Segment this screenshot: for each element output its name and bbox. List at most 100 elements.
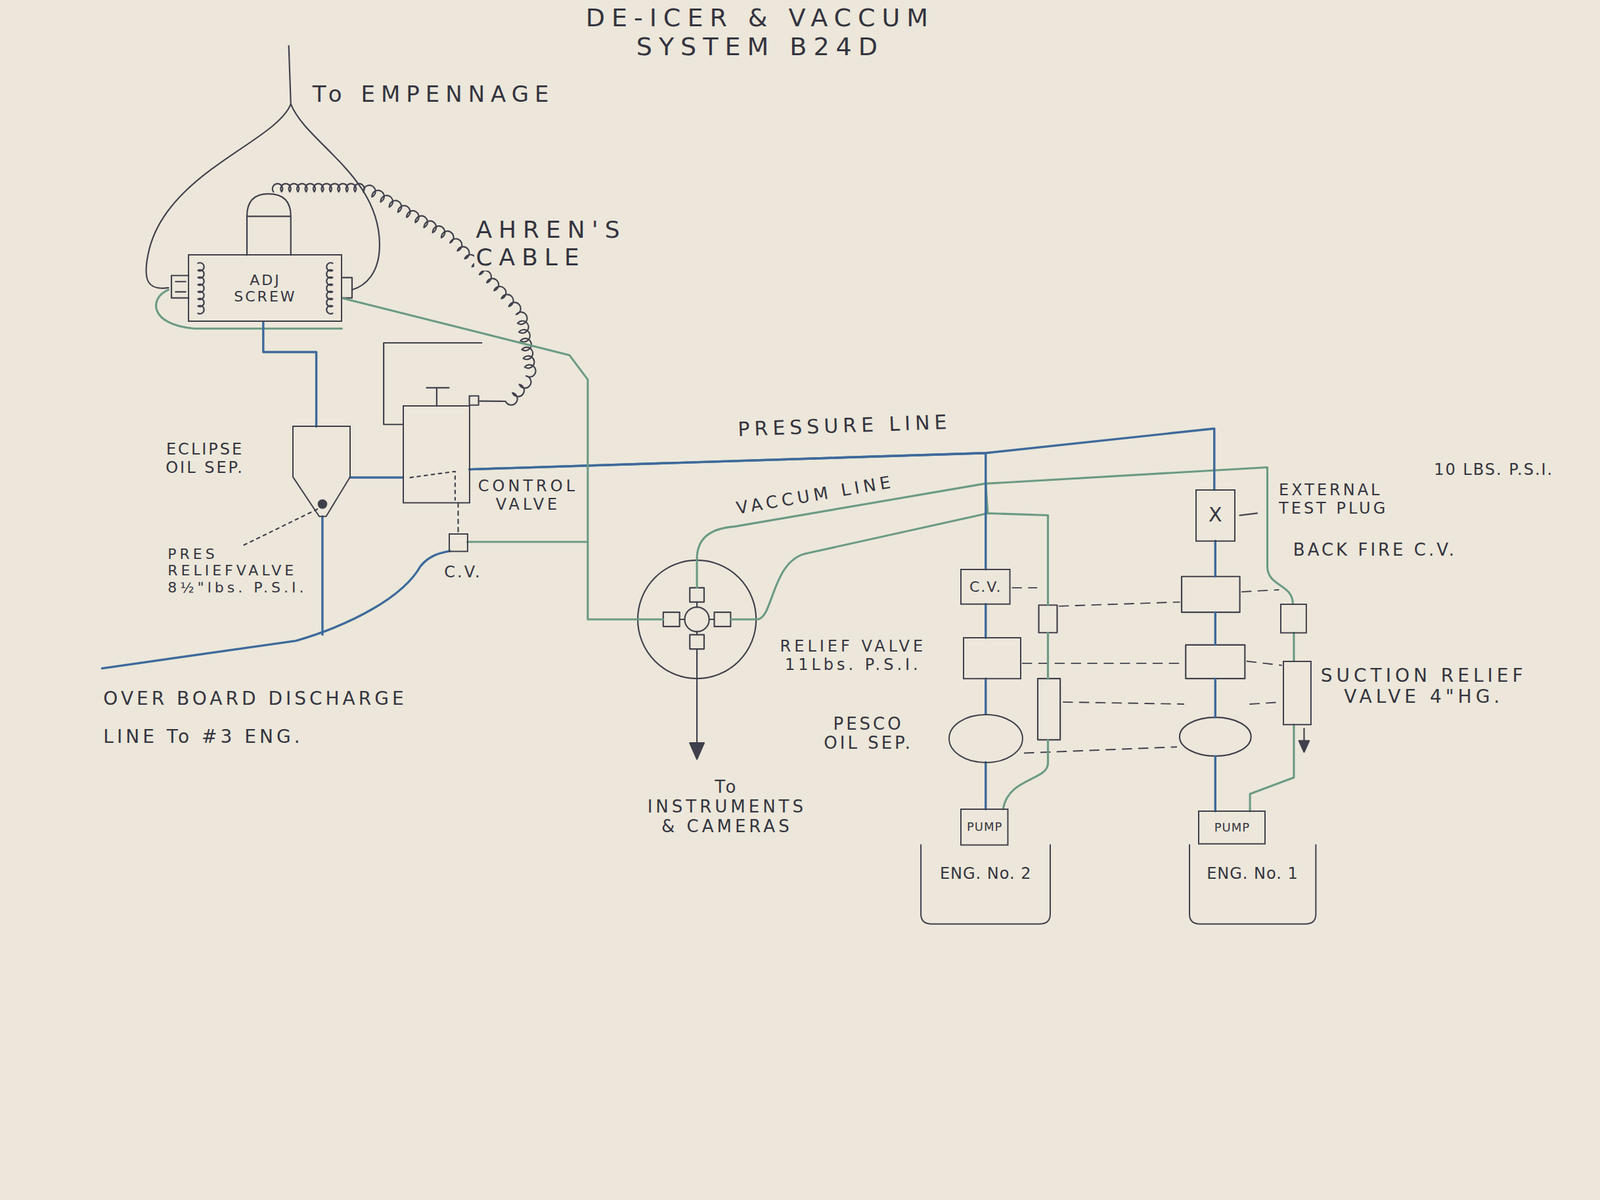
label-holder: VACCUM LINE xyxy=(733,471,898,519)
title-text: DE-ICER & VACCUM SYSTEM B24D xyxy=(584,3,936,62)
node-text: ENG. No. 1 xyxy=(1206,865,1299,884)
pipe-line xyxy=(469,453,986,570)
node-outline xyxy=(292,426,351,521)
outline-shape xyxy=(449,533,468,552)
node-text: X xyxy=(1208,503,1223,527)
text-holder: ENG. No. 1 xyxy=(1205,865,1300,884)
dashed-line xyxy=(1022,662,1184,665)
outline-shape xyxy=(1283,661,1312,725)
label-holder: PRESSURE LINE xyxy=(735,410,953,441)
node-outline xyxy=(963,637,1021,679)
pencil-lines xyxy=(145,45,1310,760)
node-text: ECLIPSE OIL SEP. xyxy=(164,440,246,477)
vacuum-pump: PUMP xyxy=(1198,811,1266,845)
node-outline xyxy=(949,714,1023,763)
text-holder: SUCTION RELIEF VALVE 4"HG. xyxy=(1318,665,1530,708)
node-outline xyxy=(403,405,470,504)
node-text: C.V. xyxy=(444,563,482,582)
suction-relief-valve xyxy=(1037,678,1061,740)
control-linkage xyxy=(383,342,482,425)
check-valve xyxy=(1181,576,1241,613)
outline-shape xyxy=(1198,811,1266,845)
engine: ENG. No. 1 PUMP xyxy=(1186,803,1319,927)
label-holder: To INSTRUMENTS & CAMERAS xyxy=(644,777,810,837)
pipe-line xyxy=(1249,724,1294,812)
valve-passage xyxy=(410,471,456,501)
valve-port xyxy=(171,275,189,298)
dashed-line xyxy=(1246,661,1282,666)
control-valve: CONTROL VALVE xyxy=(403,405,470,504)
valve-port xyxy=(689,634,705,649)
valve-port xyxy=(689,587,705,603)
node-outline xyxy=(1283,661,1312,725)
instrument-line xyxy=(696,648,698,753)
outline-shape xyxy=(920,844,1051,925)
dashed-line xyxy=(1249,702,1282,705)
leader-line xyxy=(1240,512,1258,515)
text-holder: C.V. xyxy=(969,578,1003,596)
dashed-correspondence xyxy=(1012,587,1282,754)
spring-coil xyxy=(197,262,204,314)
destination-label: To EMPENNAGE xyxy=(312,81,556,108)
node-text: RELIEF VALVE 11Lbs. P.S.I. xyxy=(778,637,928,674)
text-holder: ENG. No. 2 xyxy=(938,865,1034,884)
engine: ENG. No. 2 PUMP xyxy=(918,803,1053,927)
text-holder: ADJ SCREW xyxy=(232,271,298,306)
test-plug: X xyxy=(1196,489,1235,542)
spring-coil xyxy=(326,262,333,314)
vacuum-line xyxy=(1002,632,1048,810)
text-holder: PUMP xyxy=(966,820,1003,835)
pipe-line xyxy=(350,476,404,479)
selector-valve-core xyxy=(684,606,709,632)
text-holder: RELIEF VALVE 11Lbs. P.S.I. xyxy=(777,637,929,674)
cable-fitting xyxy=(469,396,479,406)
line-label: OVER BOARD DISCHARGE LINE To #3 ENG. xyxy=(103,679,410,756)
dashed-line xyxy=(1012,587,1037,589)
node-outline xyxy=(1280,604,1307,634)
vacuum-line xyxy=(696,467,1293,605)
dashed-line xyxy=(1059,602,1180,607)
label-holder: OVER BOARD DISCHARGE LINE To #3 ENG. xyxy=(101,679,411,756)
text-holder: X xyxy=(1208,503,1223,527)
outline-shape xyxy=(949,714,1023,763)
suction-relief-valve: SUCTION RELIEF VALVE 4"HG. xyxy=(1283,661,1312,725)
node-text: PESCO OIL SEP. xyxy=(822,714,915,755)
text-holder: PESCO OIL SEP. xyxy=(821,714,916,755)
text-holder: BACK FIRE C.V. xyxy=(1291,540,1459,561)
node-text: SUCTION RELIEF VALVE 4"HG. xyxy=(1319,665,1528,708)
pipe-line xyxy=(263,321,317,427)
connector-group xyxy=(263,298,1294,812)
part-label: AHREN'S CABLE xyxy=(475,216,629,271)
check-valve: C.V. xyxy=(449,533,468,552)
vacuum-line xyxy=(587,541,664,620)
outline-shape xyxy=(188,254,342,322)
housing-outline xyxy=(290,103,380,290)
arrowhead xyxy=(689,742,705,760)
text-holder: CONTROL VALVE xyxy=(475,477,581,514)
oil-separator xyxy=(1179,717,1252,756)
text-holder: ECLIPSE OIL SEP. xyxy=(163,440,247,477)
relief-valve xyxy=(1185,644,1245,679)
outline-shape xyxy=(292,426,351,517)
arrowhead xyxy=(1299,740,1310,753)
pipe-line xyxy=(341,298,588,542)
pipe-line xyxy=(984,762,987,810)
node-text: PUMP xyxy=(966,820,1003,835)
dashed-line xyxy=(1063,702,1184,705)
outline-shape xyxy=(1196,489,1235,542)
check-valve: C.V. xyxy=(960,569,1011,605)
node-text: ADJ SCREW xyxy=(232,271,298,306)
distributor-valve: ADJ SCREW xyxy=(188,254,342,322)
node-outline xyxy=(449,533,468,552)
label-holder: PRES RELIEFVALVE 8½"lbs. P.S.I. xyxy=(166,545,311,596)
node-text: BACK FIRE C.V. xyxy=(1293,540,1457,561)
node-text: ENG. No. 2 xyxy=(939,865,1032,884)
node-text: C.V. xyxy=(969,578,1003,596)
motor-dome xyxy=(246,193,291,255)
port-passage xyxy=(679,602,715,636)
node-text: CONTROL VALVE xyxy=(476,477,580,514)
label-holder: AHREN'S CABLE xyxy=(474,216,630,271)
